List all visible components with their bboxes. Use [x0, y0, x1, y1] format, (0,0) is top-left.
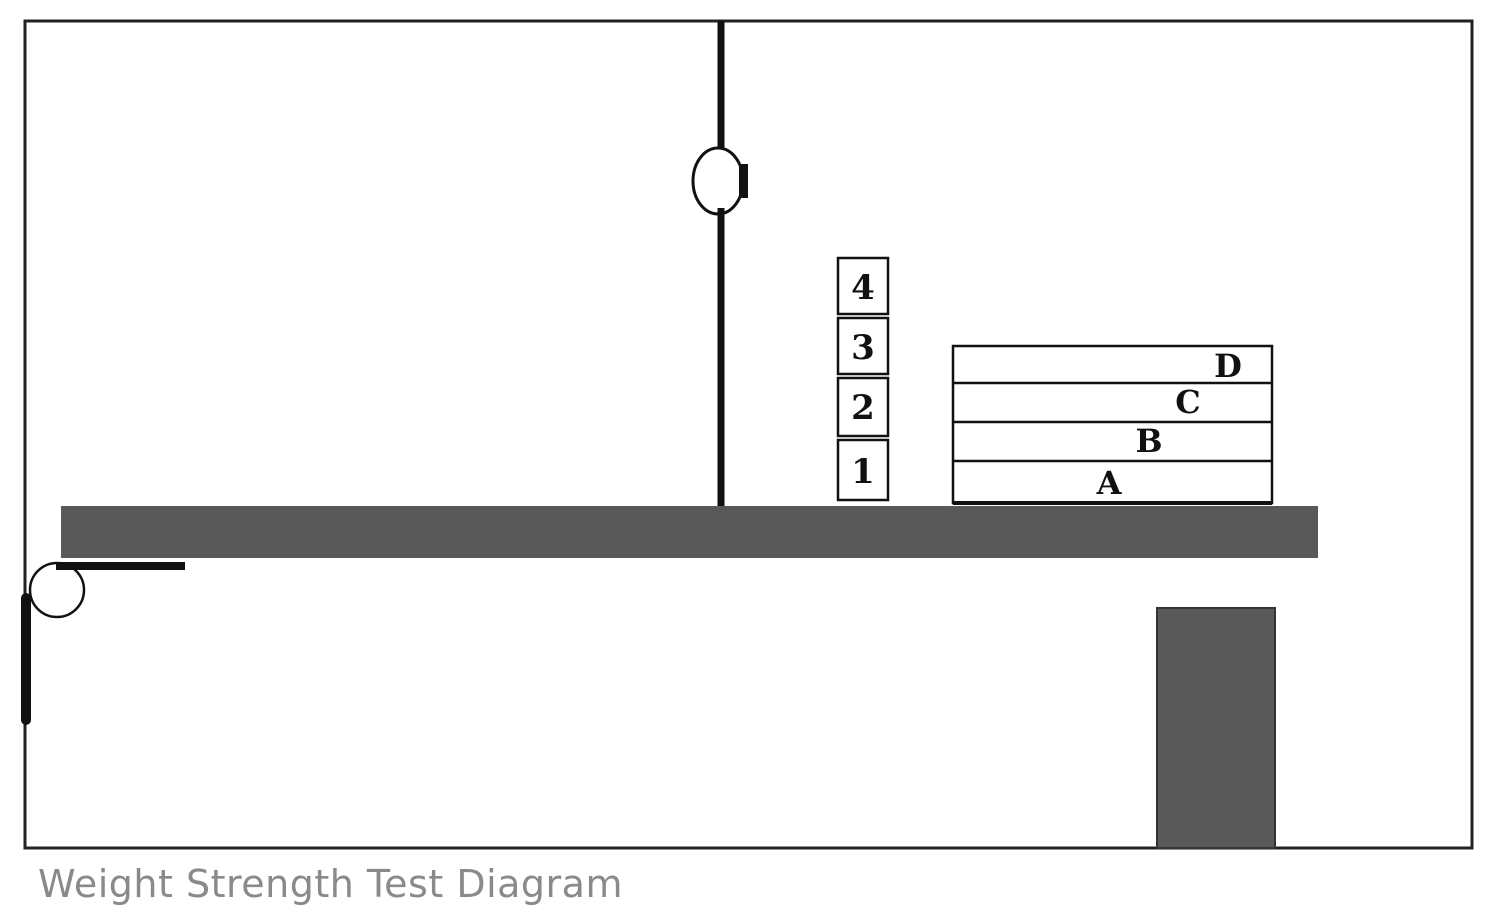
hook-ring [691, 146, 745, 216]
weight-box-label: 3 [851, 328, 875, 368]
weight-box-label: 4 [851, 268, 875, 308]
hinge-pivot [28, 561, 86, 619]
diagram-frame [23, 19, 1474, 850]
diagram-caption: Weight Strength Test Diagram [38, 862, 623, 906]
beam [61, 506, 1318, 558]
weight-box-1: 1 [836, 438, 890, 502]
layer-label-a: A [1096, 464, 1123, 502]
weight-box-label: 2 [851, 388, 875, 428]
weight-box-2: 2 [836, 376, 890, 438]
hook-clip [739, 164, 748, 198]
layer-stack: A B C D [951, 344, 1274, 505]
layer-label-d: D [1214, 347, 1242, 385]
layer-stack-outline [951, 344, 1274, 505]
weight-box-3: 3 [836, 316, 890, 376]
support-block [1156, 607, 1276, 849]
weight-box-label: 1 [851, 452, 875, 492]
layer-label-b: B [1135, 422, 1162, 460]
layer-label-c: C [1175, 383, 1200, 421]
weight-box-4: 4 [836, 256, 890, 316]
